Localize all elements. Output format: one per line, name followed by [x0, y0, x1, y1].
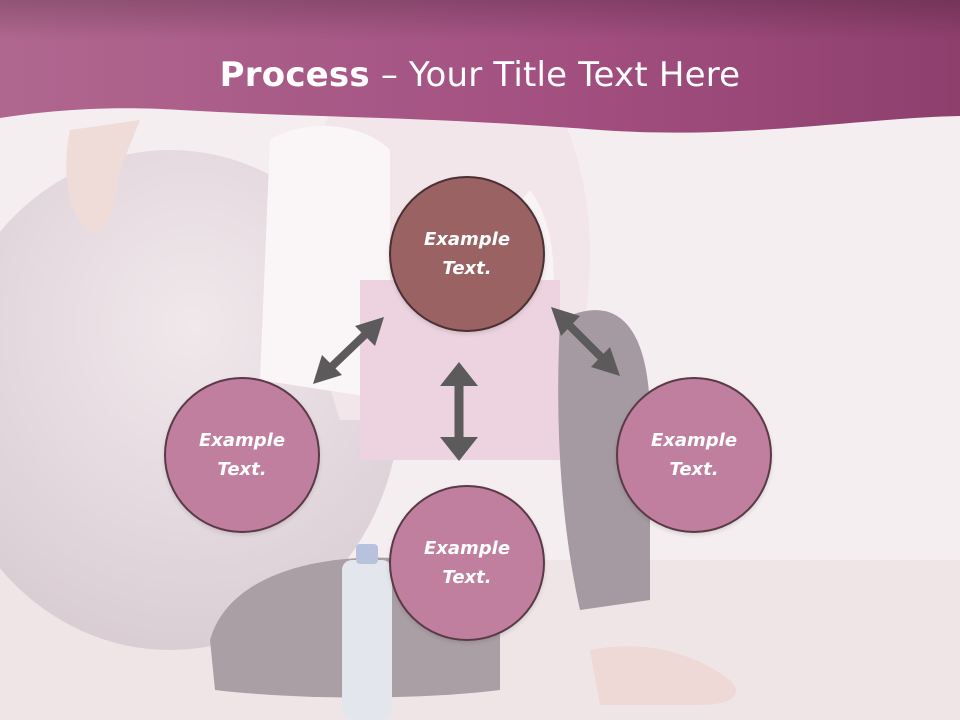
foot-image [590, 646, 736, 705]
node-text: Example Text. [423, 538, 511, 588]
node-text: Example Text. [650, 430, 738, 480]
process-node-top[interactable]: Example Text. [389, 176, 545, 332]
node-text: Example Text. [423, 229, 511, 279]
page-title: Process – Your Title Text Here [0, 52, 960, 98]
leg-image [558, 310, 650, 610]
title-separator: – [369, 55, 410, 95]
hand-image [66, 120, 140, 235]
process-node-bottom[interactable]: Example Text. [389, 485, 545, 641]
process-node-left[interactable]: Example Text. [164, 377, 320, 533]
node-text: Example Text. [198, 430, 286, 480]
title-rest: Your Title Text Here [409, 55, 741, 95]
title-bold: Process [219, 55, 370, 95]
water-bottle-image [342, 560, 392, 720]
process-node-right[interactable]: Example Text. [616, 377, 772, 533]
